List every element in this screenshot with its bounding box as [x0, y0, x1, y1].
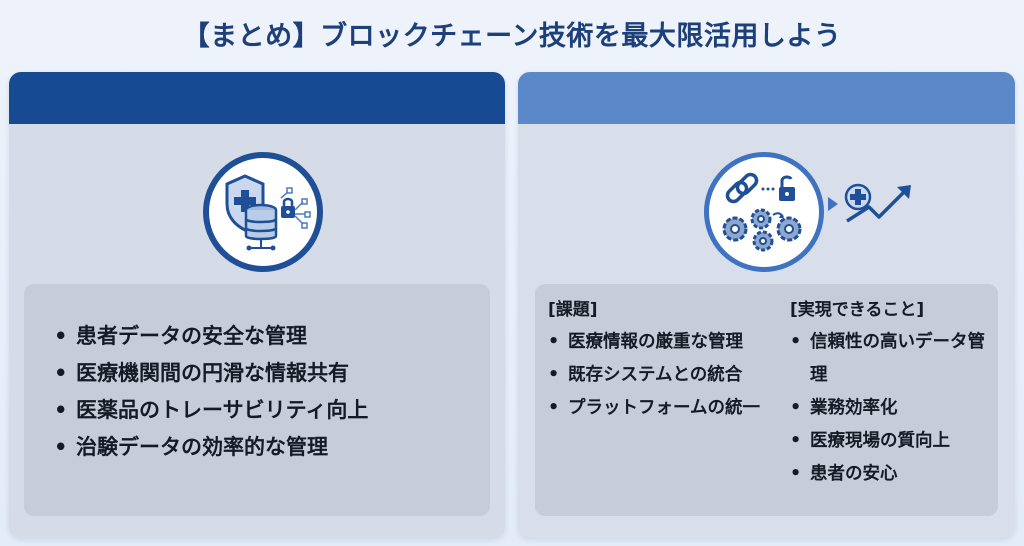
list-item: 医薬品のトレーサビリティ向上 — [54, 392, 368, 429]
page-title: 【まとめ】ブロックチェーン技術を最大限活用しよう — [182, 21, 842, 52]
list-item: 業務効率化 — [790, 392, 990, 425]
list-item: 医療機関間の円滑な情報共有 — [54, 355, 368, 392]
left-content-box: 患者データの安全な管理 医療機関間の円滑な情報共有 医薬品のトレーサビリティ向上… — [24, 284, 490, 516]
list-item: 既存システムとの統合 — [548, 359, 780, 392]
list-item: プラットフォームの統一 — [548, 392, 780, 425]
benefits-heading: [実現できること] — [790, 300, 925, 320]
list-item: 医療現場の質向上 — [790, 425, 990, 458]
issues-column: [課題] 医療情報の厳重な管理 既存システムとの統合 プラットフォームの統一 — [548, 296, 780, 425]
left-panel-header — [9, 72, 505, 124]
right-panel: [課題] 医療情報の厳重な管理 既存システムとの統合 プラットフォームの統一 [… — [518, 72, 1015, 538]
right-panel-header — [518, 72, 1015, 124]
benefits-column: [実現できること] 信頼性の高いデータ管理 業務効率化 医療現場の質向上 患者の… — [790, 296, 990, 491]
left-panel: 患者データの安全な管理 医療機関間の円滑な情報共有 医薬品のトレーサビリティ向上… — [9, 72, 505, 538]
benefits-list: 信頼性の高いデータ管理 業務効率化 医療現場の質向上 患者の安心 — [790, 326, 990, 491]
medical-cross-growth-arrow-icon — [844, 183, 911, 223]
list-item: 患者の安心 — [790, 458, 990, 491]
list-item: 信頼性の高いデータ管理 — [790, 326, 990, 392]
list-item: 治験データの効率的な管理 — [54, 429, 368, 466]
issues-heading: [課題] — [548, 300, 598, 320]
left-bullet-list: 患者データの安全な管理 医療機関間の円滑な情報共有 医薬品のトレーサビリティ向上… — [54, 318, 368, 466]
shield-database-lock-icon — [203, 152, 323, 272]
list-item: 医療情報の厳重な管理 — [548, 326, 780, 359]
chain-lock-gears-icon — [704, 152, 824, 272]
right-content-box: [課題] 医療情報の厳重な管理 既存システムとの統合 プラットフォームの統一 [… — [535, 284, 998, 516]
issues-list: 医療情報の厳重な管理 既存システムとの統合 プラットフォームの統一 — [548, 326, 780, 425]
arrow-right-icon — [828, 197, 838, 211]
list-item: 患者データの安全な管理 — [54, 318, 368, 355]
